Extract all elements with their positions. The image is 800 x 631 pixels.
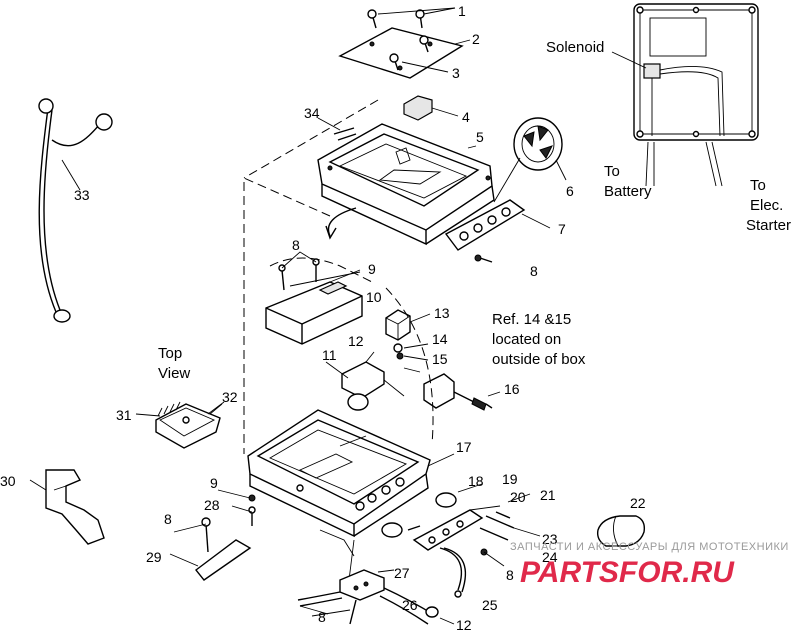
callout-21: 21 bbox=[540, 487, 556, 503]
connector-harness bbox=[297, 569, 439, 625]
note-top-view-2: View bbox=[158, 365, 190, 382]
note-to-starter-1: To bbox=[750, 177, 766, 194]
callout-8a: 8 bbox=[530, 263, 538, 279]
note-to-starter-2: Elec. bbox=[750, 197, 783, 214]
callout-19: 19 bbox=[502, 471, 518, 487]
callout-8e: 8 bbox=[164, 511, 172, 527]
callout-6: 6 bbox=[566, 183, 574, 199]
callout-17: 17 bbox=[456, 439, 472, 455]
callout-23: 23 bbox=[542, 531, 558, 547]
note-ref-2: located on bbox=[492, 331, 561, 348]
callout-2: 2 bbox=[472, 31, 480, 47]
watermark-logo: PARTSFOR.RU bbox=[520, 556, 735, 589]
callout-25: 25 bbox=[482, 597, 498, 613]
power-plug bbox=[403, 367, 501, 411]
watermark: ЗАПЧАСТИ И АКСЕССУАРЫ ДЛЯ МОТОТЕХНИКИ PA… bbox=[510, 541, 789, 589]
callout-9a: 9 bbox=[368, 261, 376, 277]
callout-7: 7 bbox=[558, 221, 566, 237]
callout-8d: 8 bbox=[318, 609, 326, 625]
callout-8c: 8 bbox=[506, 567, 514, 583]
cover-plate bbox=[338, 7, 471, 79]
callout-20: 20 bbox=[510, 489, 526, 505]
wire-part bbox=[317, 117, 357, 141]
grommet-strip bbox=[444, 199, 551, 263]
callout-16: 16 bbox=[504, 381, 520, 397]
callout-33: 33 bbox=[74, 187, 90, 203]
note-ref-1: Ref. 14 &15 bbox=[492, 311, 571, 328]
note-to-battery-2: Battery bbox=[604, 183, 652, 200]
relay-block bbox=[265, 251, 373, 345]
gauge-part bbox=[493, 117, 567, 203]
callout-9b: 9 bbox=[210, 475, 218, 491]
callout-15: 15 bbox=[432, 351, 448, 367]
module-top-view bbox=[135, 401, 225, 449]
clip-part bbox=[403, 95, 459, 121]
mounting-bracket bbox=[341, 351, 405, 411]
callout-12b: 12 bbox=[456, 617, 472, 631]
terminal-cap bbox=[596, 515, 646, 547]
callout-34: 34 bbox=[304, 105, 320, 121]
watermark-tagline: ЗАПЧАСТИ И АКСЕССУАРЫ ДЛЯ МОТОТЕХНИКИ bbox=[510, 541, 789, 553]
housing-lid bbox=[317, 123, 495, 246]
callout-13: 13 bbox=[434, 305, 450, 321]
callout-22: 22 bbox=[630, 495, 646, 511]
small-relay bbox=[385, 309, 431, 361]
note-top-view-1: Top bbox=[158, 345, 182, 362]
callout-10: 10 bbox=[366, 289, 382, 305]
callout-12a: 12 bbox=[348, 333, 364, 349]
notes: Solenoid To Battery To Elec. Starter Ref… bbox=[158, 39, 791, 382]
callout-30: 30 bbox=[0, 473, 16, 489]
mounting-plate bbox=[195, 494, 256, 581]
callout-4: 4 bbox=[462, 109, 470, 125]
note-solenoid: Solenoid bbox=[546, 39, 604, 56]
callout-29: 29 bbox=[146, 549, 162, 565]
callout-8b: 8 bbox=[292, 237, 300, 253]
callout-27: 27 bbox=[394, 565, 410, 581]
callout-32: 32 bbox=[222, 389, 238, 405]
ground-wire bbox=[439, 547, 467, 598]
angle-bracket bbox=[45, 469, 105, 545]
note-ref-3: outside of box bbox=[492, 351, 586, 368]
callout-14: 14 bbox=[432, 331, 448, 347]
solenoid-inset bbox=[611, 3, 759, 187]
callout-11: 11 bbox=[322, 347, 337, 363]
battery-cable bbox=[38, 98, 113, 323]
callout-labels: 1 2 3 4 5 6 7 8 8 9 10 13 14 15 11 12 16… bbox=[0, 3, 646, 631]
callout-26: 26 bbox=[402, 597, 418, 613]
main-housing bbox=[243, 99, 455, 589]
leader-lines bbox=[29, 361, 455, 625]
callout-24: 24 bbox=[542, 549, 558, 565]
callout-3: 3 bbox=[452, 65, 460, 81]
callout-18: 18 bbox=[468, 473, 484, 489]
callout-1: 1 bbox=[458, 3, 466, 19]
callout-28: 28 bbox=[204, 497, 220, 513]
note-to-starter-3: Starter bbox=[746, 217, 791, 234]
callout-5: 5 bbox=[476, 129, 484, 145]
callout-31: 31 bbox=[116, 407, 132, 423]
grommet-plate-assembly bbox=[381, 483, 541, 567]
note-to-battery-1: To bbox=[604, 163, 620, 180]
